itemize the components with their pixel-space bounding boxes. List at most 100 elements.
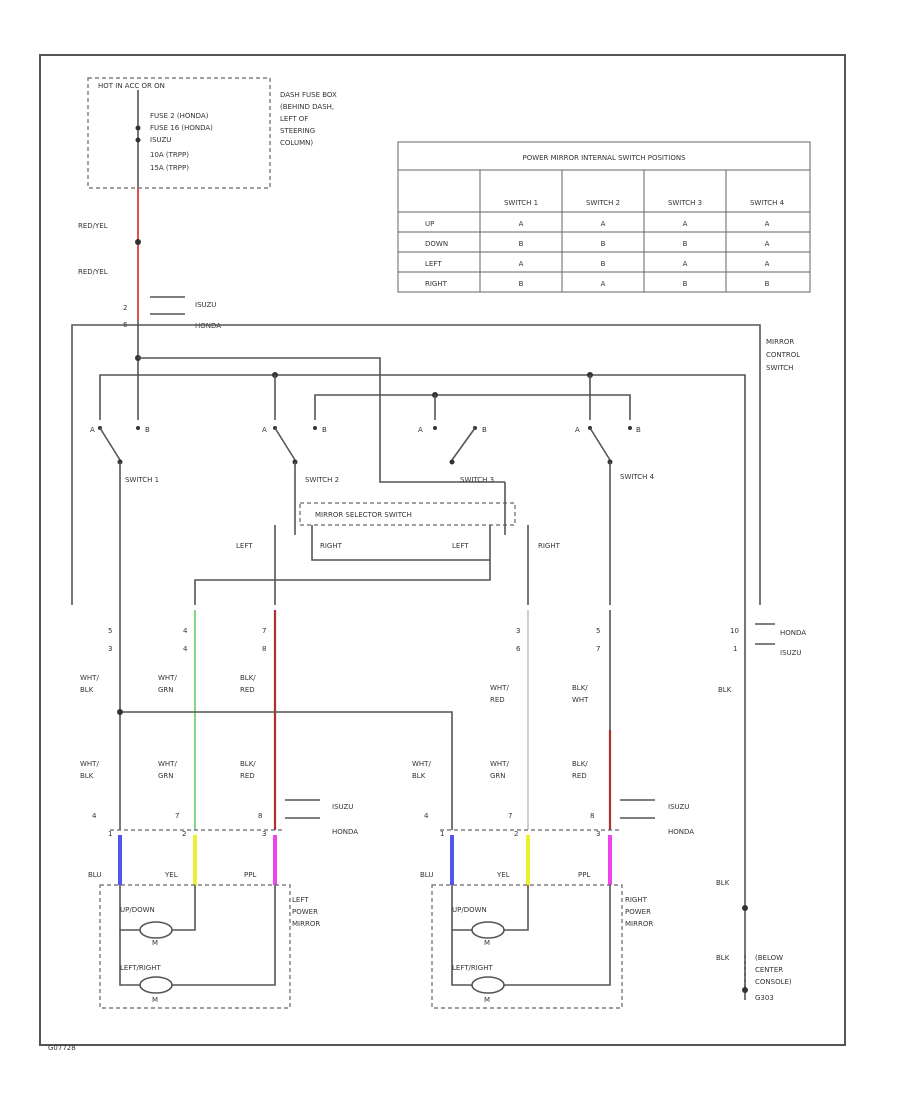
pin-label: 10 (730, 627, 739, 635)
wire-label: RED (240, 772, 255, 780)
wire-label: WHT/ (412, 760, 431, 768)
pin-label: 1 (440, 830, 444, 838)
table-row-label: LEFT (425, 260, 442, 268)
splice-dot (135, 239, 141, 245)
motor-label: M (484, 939, 490, 947)
pin-label: 5 (596, 627, 600, 635)
mirror-control-switch-outline (71, 324, 761, 605)
pin-label: 7 (175, 812, 179, 820)
left-mirror-label-2: POWER (292, 908, 318, 916)
table-cell: B (765, 280, 770, 288)
table-cell: B (601, 240, 606, 248)
pin-label: 4 (183, 627, 188, 635)
fuse-note4: STEERING (280, 127, 315, 135)
wire-label: WHT/ (490, 684, 509, 692)
pin-label: 1 (108, 830, 112, 838)
table-cell: A (519, 220, 524, 228)
leftright-label: LEFT/RIGHT (452, 964, 493, 972)
wire-label: RED (490, 696, 505, 704)
table-cell: A (519, 260, 524, 268)
switch-2: A B SWITCH 2 (262, 426, 339, 484)
table-cell: B (519, 240, 524, 248)
ground-rail (99, 374, 746, 605)
table-cell: A (683, 260, 688, 268)
isuzu-label-3: ISUZU (332, 803, 353, 811)
mirror-selector-switch: MIRROR SELECTOR SWITCH LEFT RIGHT LEFT R… (119, 462, 611, 605)
right-power-mirror: M UP/DOWN M LEFT/RIGHT RIGHT POWER MIRRO… (431, 884, 653, 1009)
fuse-line5: 15A (TRPP) (150, 164, 189, 172)
terminal-b: B (482, 426, 487, 434)
pin-label: 7 (262, 627, 266, 635)
isuzu-label: ISUZU (195, 301, 216, 309)
wire-label: BLK (80, 772, 94, 780)
wire-label: BLK (412, 772, 426, 780)
table-cell: B (601, 260, 606, 268)
table-column-header: SWITCH 4 (750, 199, 785, 207)
pin-label: 4 (92, 812, 97, 820)
wire-label: RED (240, 686, 255, 694)
pin-label: 3 (108, 645, 112, 653)
honda-label-4: HONDA (668, 828, 694, 836)
pin-label: 3 (262, 830, 266, 838)
switch-2-label: SWITCH 2 (305, 476, 339, 484)
table-row-label: UP (425, 220, 434, 228)
wire-label: BLK/ (572, 760, 588, 768)
table-cell: A (765, 240, 770, 248)
fuse-line4: 10A (TRPP) (150, 151, 189, 159)
pin-label: 5 (108, 627, 112, 635)
pin-label: 2 (182, 830, 186, 838)
switch-position-table: POWER MIRROR INTERNAL SWITCH POSITIONS (397, 141, 811, 293)
wire-label: GRN (490, 772, 506, 780)
table-cell: B (683, 240, 688, 248)
ground-label: G303 (755, 994, 774, 1002)
isuzu-label-4: ISUZU (668, 803, 689, 811)
pin-label: 2 (514, 830, 518, 838)
wire-label: WHT/ (80, 674, 99, 682)
pin-label: 7 (508, 812, 512, 820)
wire-label: BLK/ (572, 684, 588, 692)
right-mirror-label-3: MIRROR (625, 920, 653, 928)
fuse-note3: LEFT OF (280, 115, 308, 123)
wire-label: GRN (158, 772, 174, 780)
table-column-header: SWITCH 1 (504, 199, 538, 207)
selector-label: MIRROR SELECTOR SWITCH (315, 511, 412, 519)
updown-label: UP/DOWN (120, 906, 155, 914)
wire-label: WHT/ (158, 760, 177, 768)
wire-label: BLK/ (240, 760, 256, 768)
figure-id: G07728 (48, 1044, 76, 1052)
left-mirror-label-1: LEFT (292, 896, 309, 904)
left-mirror-label-3: MIRROR (292, 920, 320, 928)
table-cell: A (683, 220, 688, 228)
fuse-line1: FUSE 2 (HONDA) (150, 112, 209, 120)
ground-g303: BLK BLK (BELOW CENTER CONSOLE) G303 (716, 879, 792, 1002)
ground-label: CENTER (755, 966, 783, 974)
table-cell: A (765, 260, 770, 268)
motor-label: M (152, 996, 158, 1004)
selector-right-1: RIGHT (320, 542, 343, 550)
pin-label: 8 (590, 812, 594, 820)
pin-label: 7 (596, 645, 600, 653)
left-power-mirror: M UP/DOWN M LEFT/RIGHT LEFT POWER MIRROR (99, 884, 320, 1009)
table-cell: A (765, 220, 770, 228)
terminal-a: A (262, 426, 267, 434)
table-column-header: SWITCH 2 (586, 199, 620, 207)
terminal-a: A (418, 426, 423, 434)
fuse-note2: (BEHIND DASH, (280, 103, 334, 111)
switch-3-label: SWITCH 3 (460, 476, 494, 484)
wire-label: YEL (164, 871, 178, 879)
wire-label: PPL (578, 871, 590, 879)
terminal-b: B (322, 426, 327, 434)
wire-label: WHT/ (80, 760, 99, 768)
pin-label: 2 (123, 304, 127, 312)
pin-label: 8 (262, 645, 266, 653)
table-column-header: SWITCH 3 (668, 199, 702, 207)
ground-label: CONSOLE) (755, 978, 792, 986)
ground-label: (BELOW (755, 954, 783, 962)
pin-label: 1 (733, 645, 737, 653)
selector-left-1: LEFT (236, 542, 253, 550)
right-mirror-label-2: POWER (625, 908, 651, 916)
fuse-note1: DASH FUSE BOX (280, 91, 337, 99)
wire-label: WHT/ (490, 760, 509, 768)
selector-left-2: LEFT (452, 542, 469, 550)
